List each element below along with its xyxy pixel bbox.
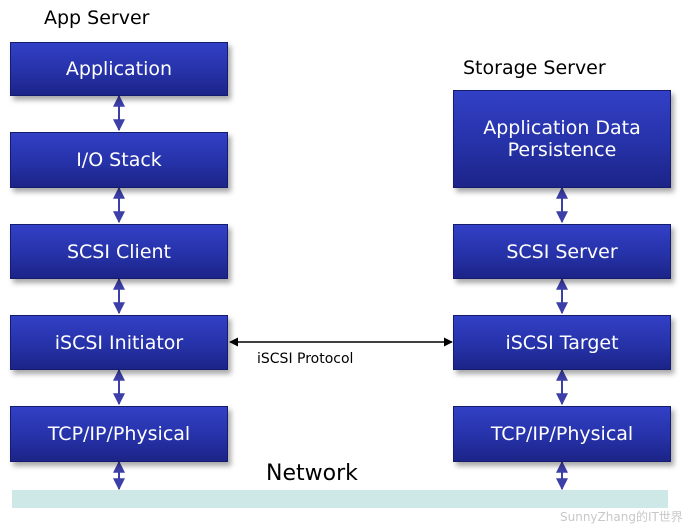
- scsi-client-layer-label: SCSI Client: [66, 240, 172, 263]
- network-bar: [12, 490, 668, 508]
- scsi-server-layer-label: SCSI Server: [506, 240, 618, 263]
- iscsi-protocol-label: iSCSI Protocol: [257, 351, 354, 367]
- storage-server-title: Storage Server: [463, 57, 606, 79]
- storage-tcp-ip-physical-layer-label: TCP/IP/Physical: [490, 423, 634, 445]
- iscsi-initiator-layer-box: iSCSI Initiator: [10, 315, 228, 370]
- application-layer-label: Application: [65, 58, 173, 80]
- app-tcp-ip-physical-layer-label: TCP/IP/Physical: [47, 423, 191, 445]
- persistence-label-line2: Persistence: [507, 139, 617, 161]
- iscsi-target-layer-box: iSCSI Target: [453, 315, 671, 370]
- application-data-persistence-box: Application Data Persistence: [453, 90, 671, 188]
- scsi-client-layer-box: SCSI Client: [10, 224, 228, 279]
- storage-tcp-ip-physical-layer-box: TCP/IP/Physical: [453, 406, 671, 462]
- network-label: Network: [266, 461, 358, 486]
- io-stack-layer-box: I/O Stack: [10, 132, 228, 188]
- persistence-label-line1: Application Data: [483, 117, 641, 139]
- app-tcp-ip-physical-layer-box: TCP/IP/Physical: [10, 406, 228, 462]
- app-server-title: App Server: [44, 7, 150, 29]
- io-stack-layer-label: I/O Stack: [76, 149, 162, 171]
- watermark: SunnyZhang的IT世界: [560, 510, 683, 524]
- application-layer-box: Application: [10, 42, 228, 96]
- iscsi-target-layer-label: iSCSI Target: [505, 331, 619, 354]
- scsi-server-layer-box: SCSI Server: [453, 224, 671, 279]
- iscsi-initiator-layer-label: iSCSI Initiator: [54, 331, 184, 354]
